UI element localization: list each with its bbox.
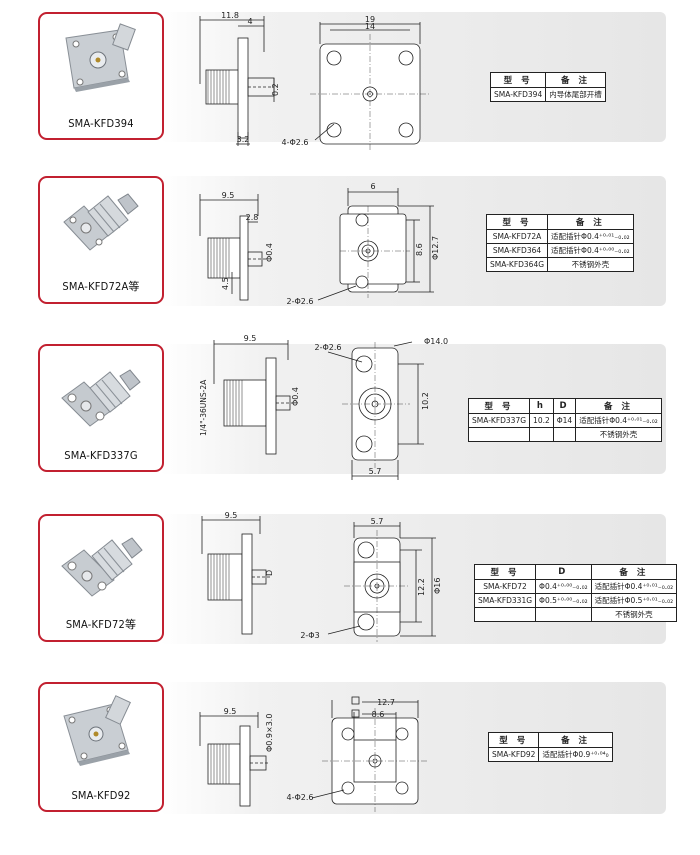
dim-label: 4-Φ2.6 — [282, 138, 309, 147]
table-header: 备 注 — [575, 398, 662, 414]
table-header: D — [552, 398, 577, 414]
dim-label: 9.5 — [222, 191, 235, 200]
dim-label: 19 — [365, 15, 375, 24]
dim-label: 5.7 — [371, 517, 384, 526]
dim-label: Φ14.0 — [424, 337, 448, 346]
table-row: SMA-KFD72 Φ0.4⁺⁰·⁰⁰₋₀.₀₂ 适配插针Φ0.4⁺⁰·⁰¹₋₀… — [473, 579, 678, 594]
table-header: 备 注 — [547, 214, 634, 230]
connector-photo — [61, 537, 143, 597]
dim-label: 4.5 — [221, 277, 230, 290]
dim-label: 14 — [365, 22, 375, 31]
technical-drawing: 9.5 D 5.7 12.2 Φ16 2-Φ3 — [201, 511, 442, 642]
table-header: 型 号 — [489, 72, 547, 88]
table-header: h — [529, 398, 554, 414]
connector-photo — [63, 695, 131, 766]
product-row-3: SMA-KFD337G 9.5 — [10, 334, 666, 480]
technical-drawing: 9.5 Φ0.9×3.0 12.7 8.6 4-Φ2.6 — [199, 696, 428, 812]
product-card[interactable]: SMA-KFD337G — [38, 344, 164, 472]
dim-label: 4 — [247, 17, 252, 26]
table-header: D — [535, 564, 592, 580]
dim-label: 2-Φ2.6 — [315, 343, 342, 352]
dim-label: 3.2 — [237, 135, 250, 144]
dim-label: 8.6 — [415, 243, 424, 256]
product-name: SMA-KFD394 — [68, 117, 134, 130]
product-card[interactable]: SMA-KFD72A等 — [38, 176, 164, 304]
product-name: SMA-KFD72等 — [65, 618, 137, 631]
dim-label: 6 — [370, 182, 375, 191]
table-header: 型 号 — [487, 732, 540, 748]
table-header: 备 注 — [590, 564, 678, 580]
dim-label: Φ0.4 — [265, 243, 274, 262]
technical-drawing: 9.5 1/4"-36UNS-2A Φ0.4 2-Φ2.6 Φ14.0 10.2… — [199, 334, 448, 480]
dim-label: Φ0.9×3.0 — [265, 714, 274, 752]
table-header: 型 号 — [473, 564, 537, 580]
dim-label: 10.2 — [421, 392, 430, 410]
technical-drawing: 11.8 4 0.2 3.2 19 14 4-Φ2.6 — [199, 11, 430, 152]
dim-label: Φ12.7 — [431, 236, 440, 260]
table-row: 不锈钢外壳 — [473, 607, 678, 622]
dim-label: 0.2 — [271, 83, 280, 96]
product-name: SMA-KFD337G — [64, 449, 138, 462]
technical-drawing: 9.5 2.8 Φ0.4 4.5 6 8.6 Φ12.7 2-Φ2.6 — [199, 182, 440, 306]
dim-label: 2-Φ2.6 — [287, 297, 314, 306]
table-header: 型 号 — [467, 398, 531, 414]
dim-label: D — [265, 570, 274, 576]
dim-label: 8.6 — [372, 710, 385, 719]
connector-photo — [65, 23, 136, 92]
dim-label: Φ16 — [433, 578, 442, 594]
dim-label: 9.5 — [224, 707, 237, 716]
product-name: SMA-KFD92 — [71, 789, 131, 802]
product-row-2: SMA-KFD72A等 — [10, 176, 666, 306]
product-card[interactable]: SMA-KFD92 — [38, 682, 164, 812]
dim-label: 12.7 — [377, 698, 395, 707]
dim-label: 1/4"-36UNS-2A — [199, 379, 208, 436]
dim-label: 12.2 — [417, 578, 426, 596]
dim-label: 2.8 — [246, 213, 259, 222]
table-header: 备 注 — [545, 72, 606, 88]
table-header: 备 注 — [538, 732, 613, 748]
table-row: SMA-KFD331G Φ0.5⁺⁰·⁰⁰₋₀.₀₂ 适配插针Φ0.5⁺⁰·⁰¹… — [473, 593, 678, 608]
spec-table: 型 号 D 备 注 SMA-KFD72 Φ0.4⁺⁰·⁰⁰₋₀.₀₂ 适配插针Φ… — [473, 564, 678, 622]
dim-label: Φ0.4 — [291, 387, 300, 406]
table-row: 不锈钢外壳 — [467, 427, 662, 442]
table-header: 型 号 — [485, 214, 549, 230]
dim-label: 4-Φ2.6 — [287, 793, 314, 802]
product-card[interactable]: SMA-KFD394 — [38, 12, 164, 140]
table-row: SMA-KFD337G 10.2 Φ14 适配插针Φ0.4⁺⁰·⁰¹₋₀.₀₂ — [467, 413, 662, 428]
dim-label: 11.8 — [221, 11, 239, 20]
connector-photo — [61, 369, 141, 427]
product-row-5: SMA-KFD92 — [10, 682, 666, 814]
dim-label: 5.7 — [369, 467, 382, 476]
dim-label: 2-Φ3 — [300, 631, 319, 640]
product-row-4: SMA-KFD72等 — [10, 511, 678, 644]
dim-label: 9.5 — [244, 334, 257, 343]
product-card[interactable]: SMA-KFD72等 — [38, 514, 164, 642]
dim-label: 9.5 — [225, 511, 238, 520]
product-name: SMA-KFD72A等 — [62, 280, 140, 293]
spec-table: 型 号 h D 备 注 SMA-KFD337G 10.2 Φ14 适配插针Φ0.… — [467, 398, 662, 442]
connector-photo — [63, 193, 139, 251]
product-row-1: SMA-KFD394 — [10, 11, 666, 152]
